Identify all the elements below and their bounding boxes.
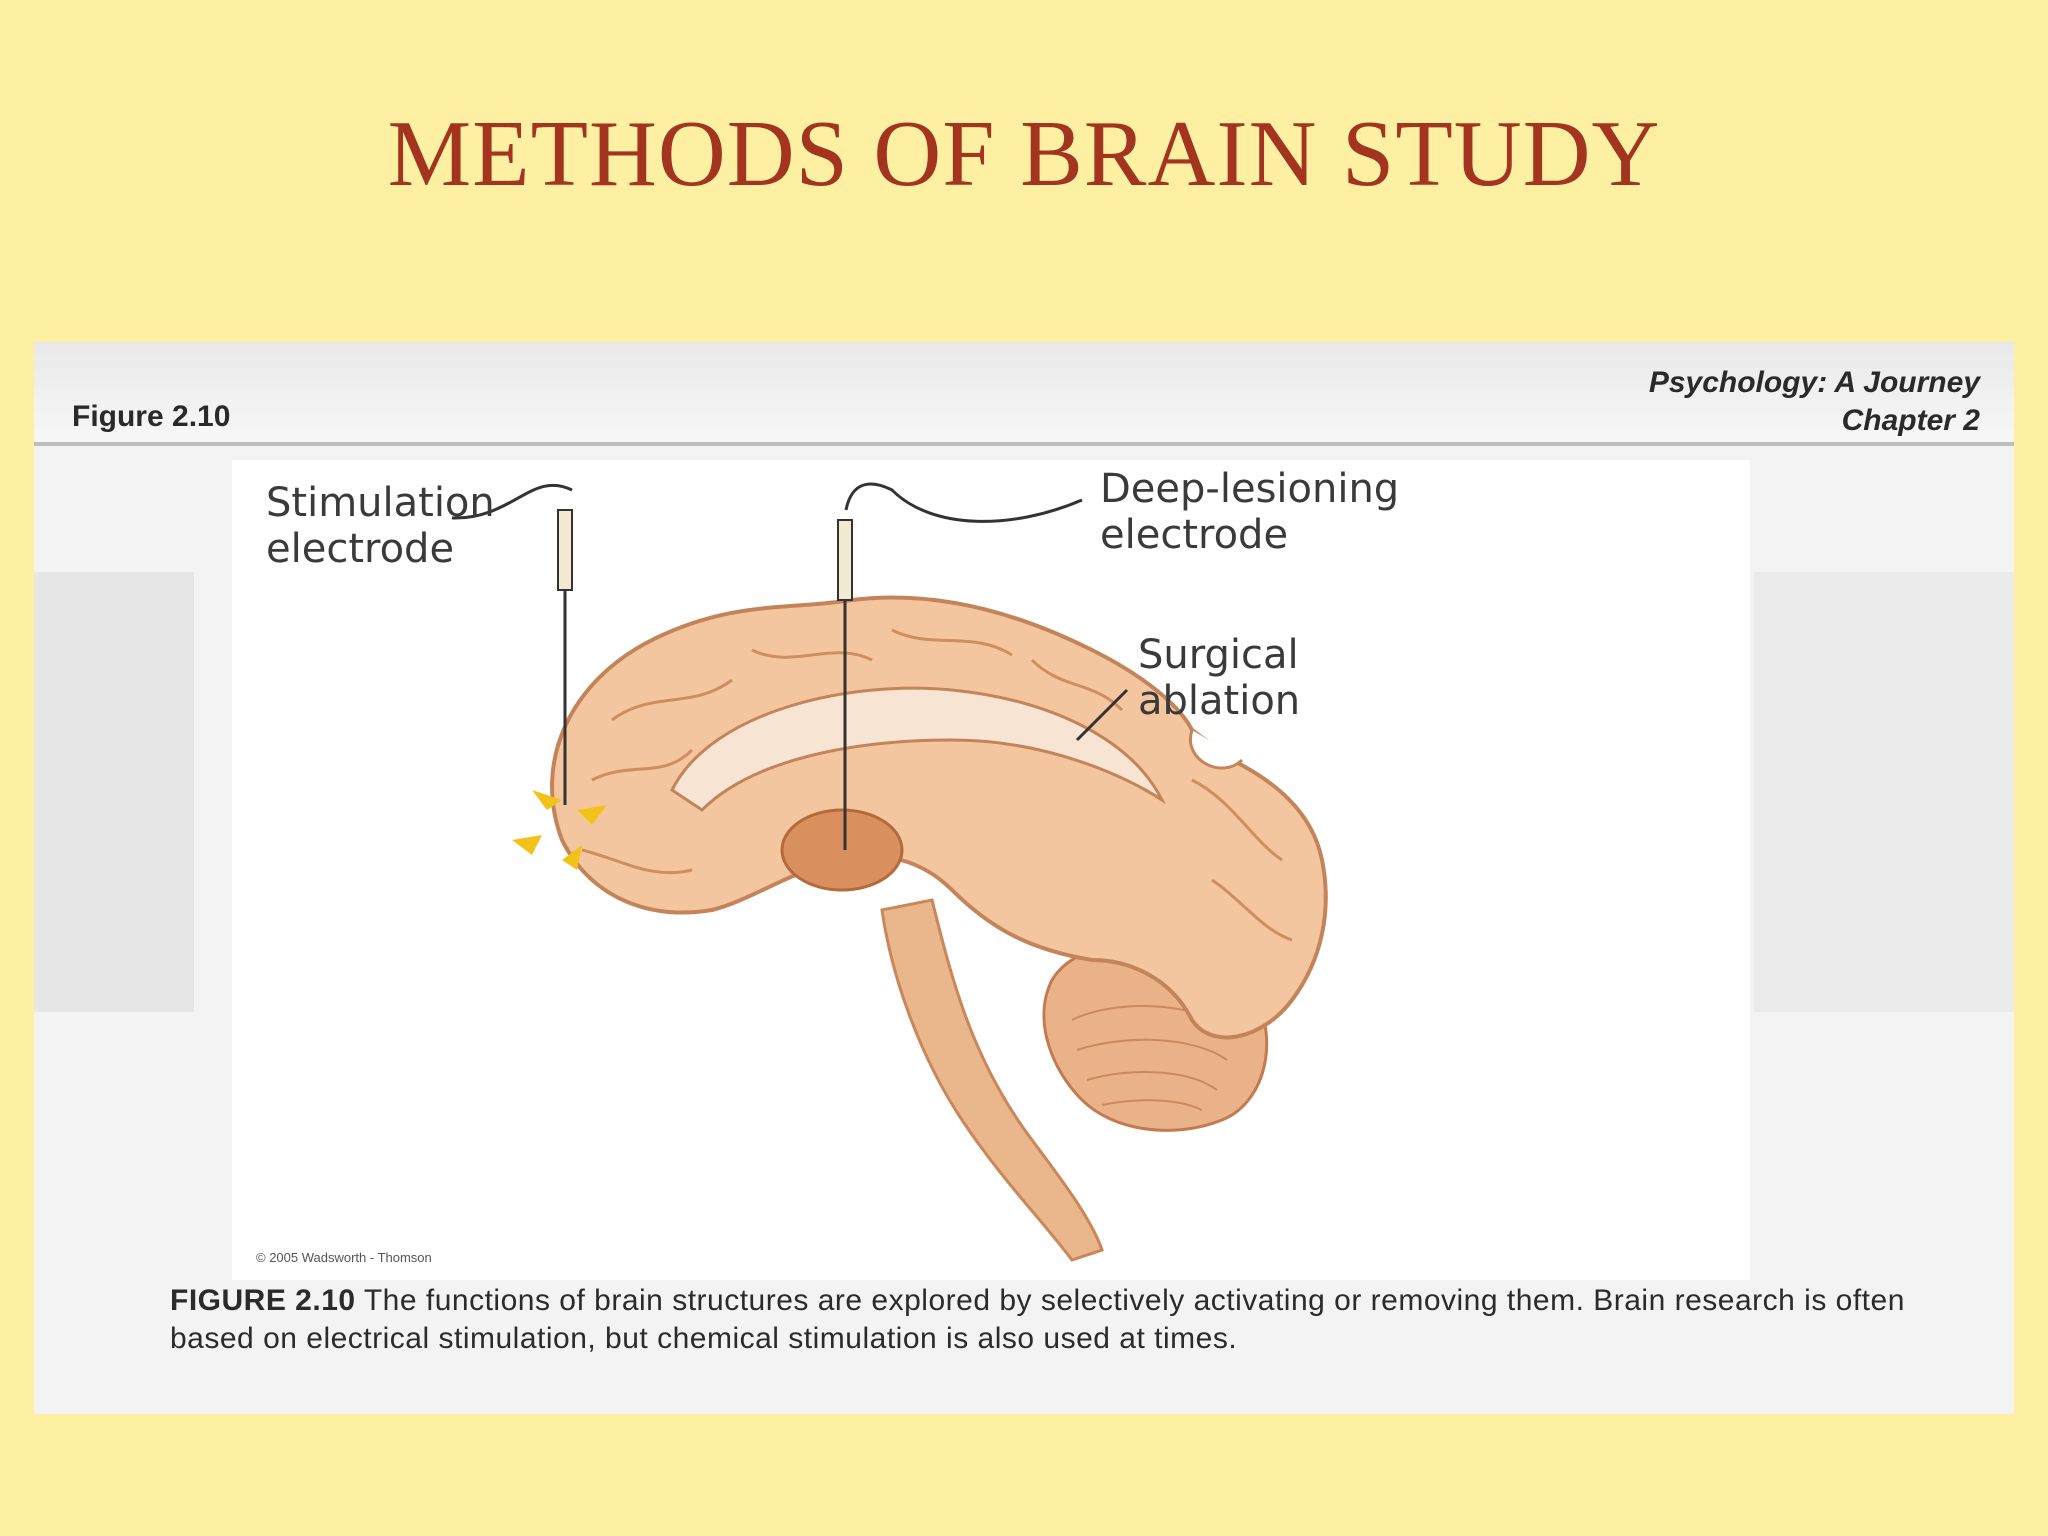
side-band-left [34,572,194,1012]
corpus-callosum [670,686,1166,812]
book-reference: Psychology: A Journey Chapter 2 [1649,364,1980,440]
stimulation-label-line1: Stimulation [266,480,495,526]
ablation-pointer [1075,688,1129,742]
surgical-ablation-label: Surgical ablation [1138,632,1300,724]
figure-panel: Figure 2.10 Psychology: A Journey Chapte… [34,342,2014,1414]
deep-lesioning-electrode-label: Deep-lesioning electrode [1100,466,1399,558]
brain-diagram [451,482,1328,1262]
ablation-notch [1188,729,1244,770]
thalamus [780,808,904,892]
lesion-label-line1: Deep-lesioning [1100,466,1400,512]
stimulation-label-line2: electrode [266,526,455,572]
figure-header: Figure 2.10 Psychology: A Journey Chapte… [34,342,2014,446]
side-band-right [1754,572,2014,1012]
caption-text: The functions of brain structures are ex… [170,1284,1905,1355]
stimulation-electrode-label: Stimulation electrode [266,480,495,572]
cortex-gyri [581,628,1293,942]
figure-caption: FIGURE 2.10 The functions of brain struc… [170,1282,1910,1358]
copyright-notice: © 2005 Wadsworth - Thomson [256,1250,432,1265]
brain-illustration: Stimulation electrode Deep-lesioning ele… [232,460,1750,1280]
book-title: Psychology: A Journey [1648,366,1980,399]
brainstem [880,898,1104,1262]
deep-lesioning-electrode [837,482,1083,850]
slide-title: METHODS OF BRAIN STUDY [387,102,1661,206]
book-chapter: Chapter 2 [1841,404,1980,437]
figure-number: Figure 2.10 [72,400,231,433]
lesion-label-line2: electrode [1100,512,1289,558]
ablation-label-line1: Surgical [1138,632,1299,678]
caption-lead: FIGURE 2.10 [170,1284,356,1317]
ablation-label-line2: ablation [1138,678,1301,724]
stimulation-electrode [451,483,573,805]
stimulation-sparks [512,790,607,870]
